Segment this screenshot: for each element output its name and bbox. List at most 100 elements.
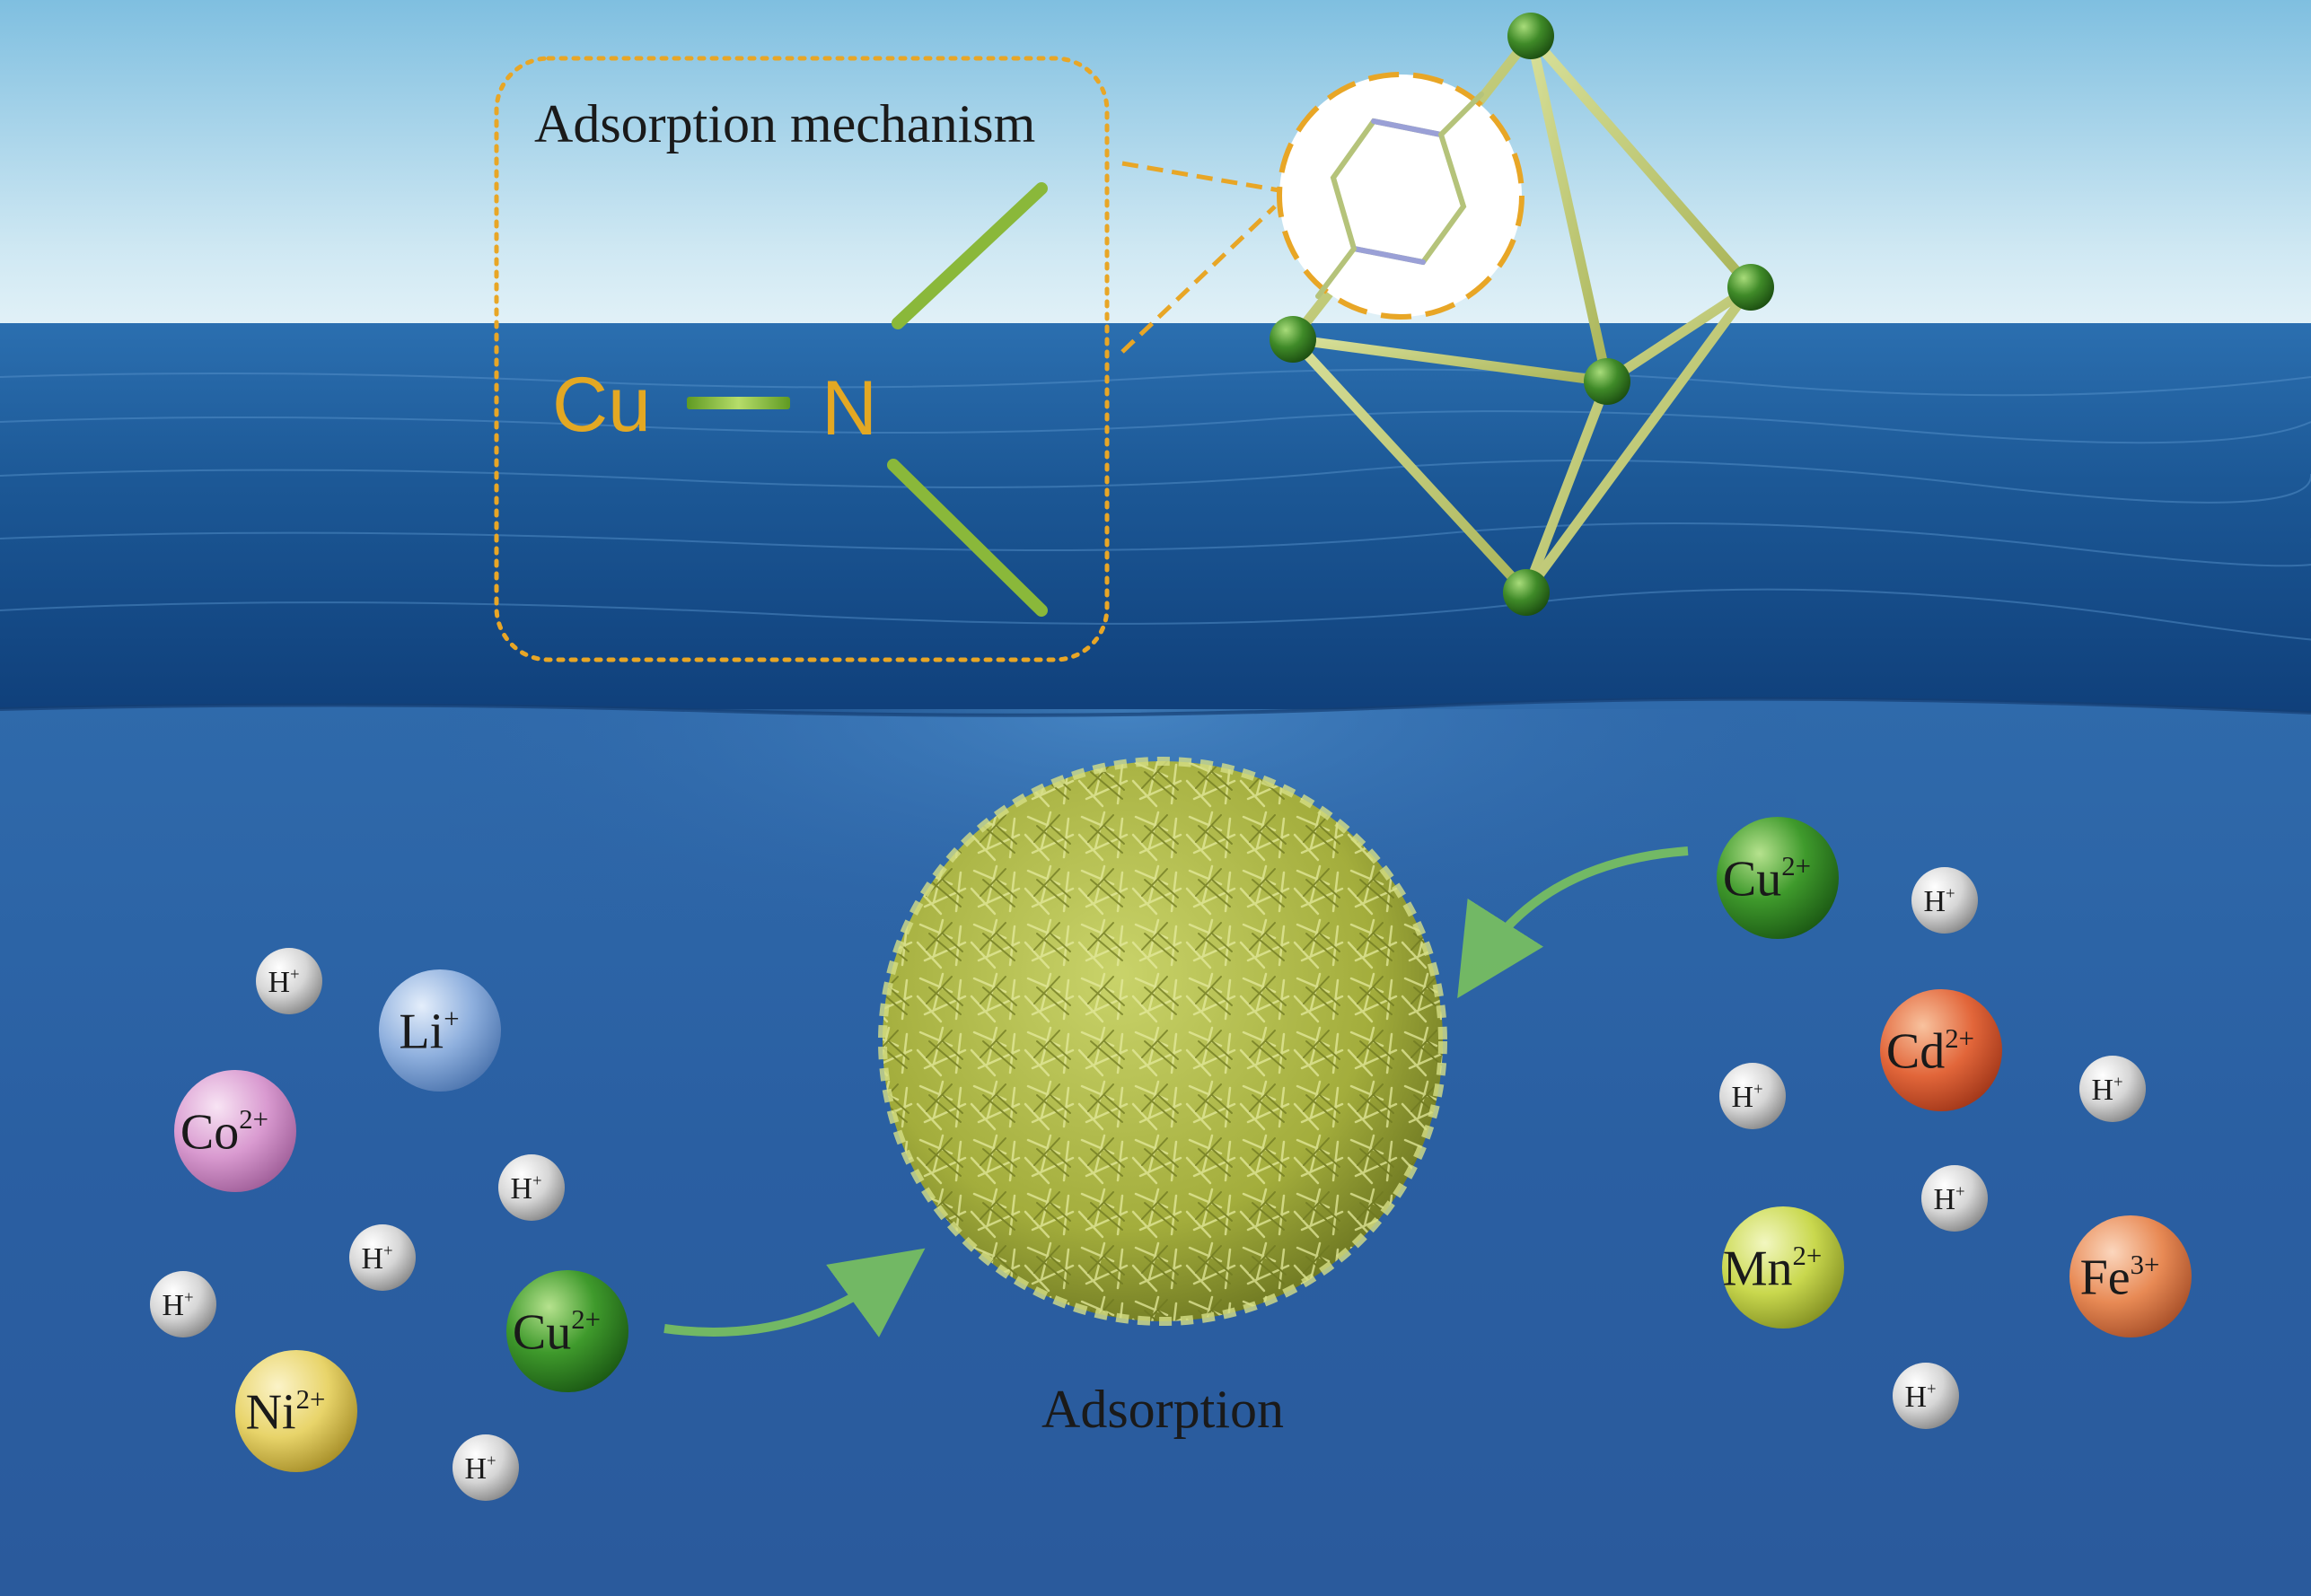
ion-charge: 2+ — [1793, 1241, 1823, 1271]
ion-symbol: H — [162, 1289, 184, 1322]
ion-h-4: H+ — [150, 1271, 216, 1337]
ion-sphere — [1717, 817, 1839, 939]
ion-charge: + — [1753, 1080, 1763, 1099]
ion-sphere — [235, 1350, 357, 1472]
ion-mn: Mn2+ — [1722, 1206, 1844, 1329]
ion-label: H+ — [162, 1288, 193, 1322]
adsorption-caption: Adsorption — [1041, 1380, 1284, 1439]
ion-sphere — [453, 1434, 519, 1501]
ion-h-6: H+ — [1911, 867, 1978, 934]
ion-label: H+ — [2091, 1073, 2122, 1107]
ion-charge: 2+ — [1781, 851, 1811, 881]
ion-cu-left: Cu2+ — [506, 1270, 628, 1392]
ion-label: H+ — [510, 1171, 541, 1206]
ion-symbol: H — [361, 1242, 383, 1276]
ion-symbol: H — [464, 1452, 487, 1486]
ion-symbol: Li — [399, 1004, 444, 1060]
ion-charge: + — [1946, 884, 1955, 903]
magnifier-circle — [1277, 72, 1525, 320]
ion-li: Li+ — [379, 969, 501, 1092]
ion-h-7: H+ — [1719, 1063, 1786, 1129]
framework-node — [1727, 264, 1774, 311]
ion-charge: + — [532, 1171, 542, 1190]
ion-sphere — [1921, 1165, 1988, 1232]
ion-sphere — [2079, 1056, 2146, 1122]
ion-h-2: H+ — [498, 1154, 565, 1221]
ion-sphere — [506, 1270, 628, 1392]
n-bond-lower — [887, 459, 1048, 617]
ion-sphere — [1880, 989, 2002, 1111]
ion-sphere — [379, 969, 501, 1092]
ion-symbol: Cd — [1886, 1024, 1945, 1080]
cu-n-bond — [687, 397, 790, 409]
n-bond-upper — [892, 182, 1048, 329]
ion-h-1: H+ — [256, 948, 322, 1014]
ion-label: Cu2+ — [513, 1304, 601, 1360]
ion-symbol: H — [2091, 1074, 2113, 1107]
ion-fe: Fe3+ — [2069, 1215, 2192, 1337]
ion-h-3: H+ — [349, 1224, 416, 1291]
ion-label: H+ — [1904, 1380, 1936, 1414]
connector-top — [1121, 161, 1280, 193]
ions: H+Li+Co2+H+H+H+Cu2+Ni2+H+Cu2+H+Cd2+H+H+H… — [150, 817, 2192, 1501]
ion-symbol: Ni — [246, 1385, 296, 1441]
ion-charge: 2+ — [296, 1384, 326, 1415]
ion-label: Ni2+ — [246, 1384, 326, 1440]
ion-symbol: H — [510, 1172, 532, 1206]
ion-charge: + — [487, 1451, 496, 1470]
ion-label: Li+ — [399, 1004, 459, 1059]
ion-h-8: H+ — [2079, 1056, 2146, 1122]
ion-h-10: H+ — [1893, 1363, 1959, 1429]
ion-sphere — [1722, 1206, 1844, 1329]
ion-label: Co2+ — [180, 1104, 268, 1160]
ion-sphere — [174, 1070, 296, 1192]
ion-sphere — [1893, 1363, 1959, 1429]
ion-label: H+ — [1933, 1182, 1964, 1216]
n-text: N — [822, 365, 877, 452]
mechanism-panel: Adsorption mechanism Cu N — [494, 56, 1280, 662]
mechanism-title: Adsorption mechanism — [534, 94, 1035, 153]
ring-molecule-icon — [1315, 92, 1484, 299]
ion-charge: 2+ — [571, 1304, 601, 1335]
sky — [0, 0, 2311, 332]
framework-node — [1584, 358, 1630, 405]
ion-label: Mn2+ — [1723, 1241, 1823, 1296]
ion-symbol: Mn — [1723, 1241, 1793, 1297]
ion-sphere — [1911, 867, 1978, 934]
ion-charge: + — [290, 965, 300, 984]
ion-label: H+ — [1923, 884, 1955, 918]
ion-h-9: H+ — [1921, 1165, 1988, 1232]
ion-sphere — [150, 1271, 216, 1337]
ion-cd: Cd2+ — [1880, 989, 2002, 1111]
sea-surface — [0, 323, 2311, 718]
ion-cu-right: Cu2+ — [1717, 817, 1839, 939]
ion-symbol: Co — [180, 1105, 239, 1161]
ion-symbol: H — [1923, 885, 1946, 918]
framework-node — [1503, 569, 1550, 616]
ion-symbol: H — [268, 966, 290, 999]
ion-h-5: H+ — [453, 1434, 519, 1501]
ion-sphere — [498, 1154, 565, 1221]
ion-label: H+ — [1731, 1080, 1762, 1114]
ion-symbol: H — [1933, 1183, 1955, 1216]
ion-label: H+ — [464, 1451, 496, 1486]
ion-ni: Ni2+ — [235, 1350, 357, 1472]
ion-symbol: H — [1904, 1381, 1927, 1414]
cu-text: Cu — [552, 362, 651, 448]
arrow-left-icon — [663, 1248, 926, 1337]
ion-charge: 3+ — [2131, 1250, 2160, 1280]
ion-label: H+ — [361, 1241, 392, 1276]
ion-charge: + — [2113, 1073, 2123, 1092]
ion-symbol: H — [1731, 1081, 1753, 1114]
mof-framework — [1270, 13, 1774, 616]
arrow-right-icon — [1457, 846, 1689, 999]
framework-node — [1507, 13, 1554, 59]
adsorbent-sphere — [878, 757, 1447, 1326]
ion-sphere — [349, 1224, 416, 1291]
ion-label: Cd2+ — [1886, 1023, 1974, 1079]
connector-bottom — [1120, 205, 1277, 354]
ion-charge: + — [444, 1004, 459, 1034]
waterline-edge — [0, 697, 2311, 717]
ion-co: Co2+ — [174, 1070, 296, 1192]
